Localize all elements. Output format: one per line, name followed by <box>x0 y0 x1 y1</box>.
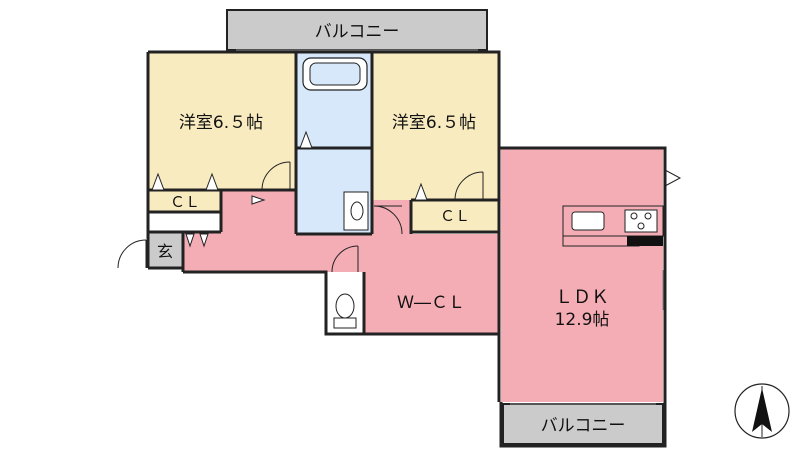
door-swings <box>117 161 682 273</box>
balcony-bottom <box>502 403 664 445</box>
stove-burner-icon <box>630 212 638 220</box>
fridge-space <box>627 236 663 246</box>
closet-door-marks <box>151 130 428 248</box>
wcl-area <box>364 272 499 334</box>
entrance-area <box>148 232 183 268</box>
north-arrow-icon <box>734 383 790 439</box>
basin-bowl-icon <box>350 201 364 221</box>
balcony-bottom-label: バルコニー <box>541 416 626 436</box>
closet-right-label: ＣＬ <box>440 207 470 225</box>
stove-burner-icon <box>637 222 645 230</box>
closet-right-area <box>412 200 499 231</box>
entrance-label: 玄 <box>157 242 173 261</box>
balcony-top-label: バルコニー <box>315 22 400 42</box>
balcony-top <box>226 9 488 51</box>
wcl-label: Ｗ―ＣＬ <box>397 293 465 313</box>
bedroom-right-label: 洋室6.５帖 <box>392 113 476 133</box>
hallway-area <box>183 190 499 272</box>
hall-small-area <box>221 192 251 232</box>
kitchen-sink <box>571 211 605 231</box>
ldk-size-label: 12.9帖 <box>555 310 610 330</box>
bedroom-left-area <box>148 52 296 190</box>
toilet-bowl-icon <box>335 293 355 319</box>
closet-left-label: ＣＬ <box>170 193 200 211</box>
toilet-tank-icon <box>333 317 357 329</box>
kitchen-stove <box>624 209 658 233</box>
wash-basin-icon <box>343 191 369 231</box>
bedroom-left-label: 洋室6.５帖 <box>179 113 263 133</box>
walls <box>146 50 667 448</box>
ldk-name-label: ＬＤＫ <box>555 287 609 308</box>
ldk-area <box>501 148 663 402</box>
closet-left-area <box>148 190 220 212</box>
bathtub-inner-icon <box>309 62 361 86</box>
bedroom-right-area <box>373 52 499 200</box>
stove-burner-icon <box>644 212 652 220</box>
windows <box>236 49 664 405</box>
